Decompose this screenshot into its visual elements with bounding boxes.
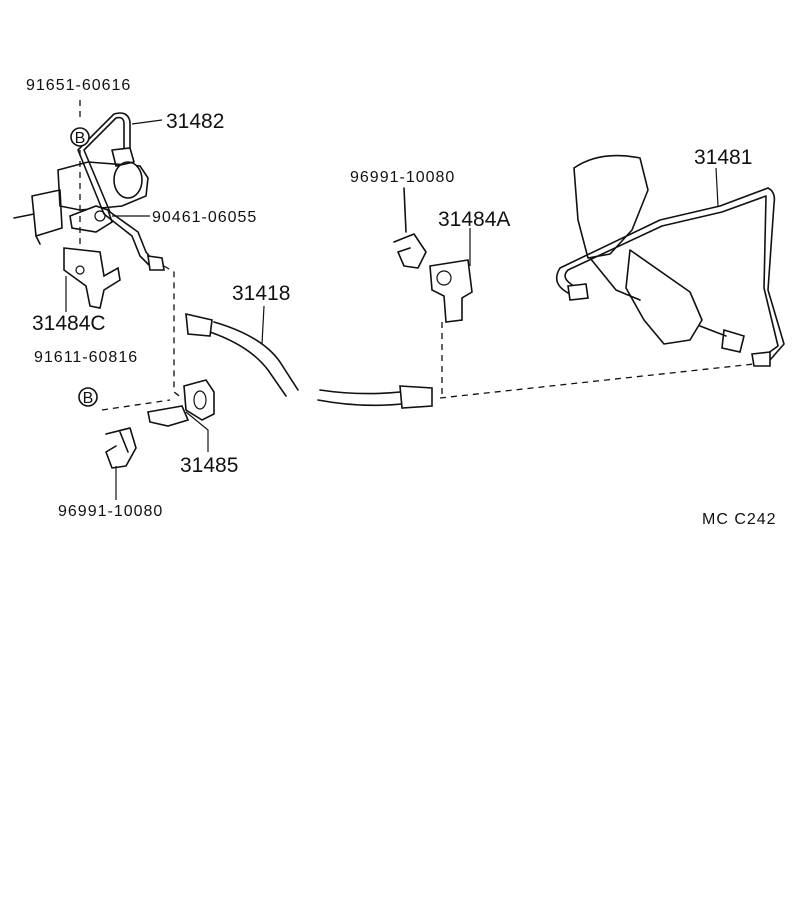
label-91651-60616: 91651-60616 [26,77,131,94]
flex-hose-31418 [185,312,433,409]
label-96991-10080-top: 96991-10080 [350,169,455,186]
figure-code: MC C242 [702,511,777,528]
label-31484a: 31484A [438,208,510,231]
bolt-marker-label: B [75,130,86,147]
pipe-31481 [555,187,785,367]
bracket-31484a [429,259,473,398]
clutch-release-cylinder-assembly [573,154,745,353]
clutch-master-cylinder-assembly [13,147,149,309]
clip-96991-top [393,187,427,269]
leader-lines [65,119,719,500]
pipe-31482 [77,112,165,271]
bolt-marker-bottom: B [78,387,98,407]
bracket-31485 [147,379,215,427]
label-96991-10080-bottom: 96991-10080 [58,503,163,520]
label-31484c: 31484C [32,312,106,335]
label-31485: 31485 [180,454,238,477]
label-31418: 31418 [232,282,290,305]
bolt-marker-label: B [83,390,94,407]
bolt-marker-top: B [70,127,90,147]
dashed-guides-left [79,100,183,411]
label-31481: 31481 [694,146,752,169]
label-90461-06055: 90461-06055 [152,209,257,226]
dashed-guide-center [439,363,755,399]
label-31482: 31482 [166,110,224,133]
label-91611-60816: 91611-60816 [34,349,138,366]
clip-96991-bottom [105,427,137,469]
